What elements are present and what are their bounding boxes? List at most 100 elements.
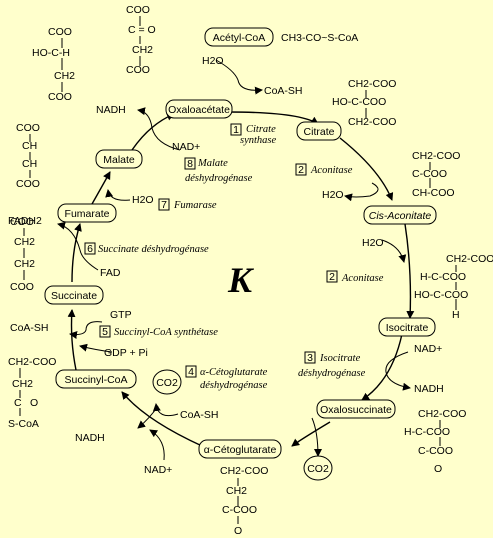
acetylcoa-label: Acétyl-CoA <box>213 32 266 44</box>
enzyme-1-a: Citrate <box>246 124 276 135</box>
enzyme-5: Succinyl-CoA synthétase <box>114 327 218 338</box>
cisaconitate-label: Cis-Aconitate <box>369 210 432 222</box>
enzyme-num-2a: 2 <box>298 164 304 176</box>
co2-2: CO2 <box>307 463 329 475</box>
struct-scoa-o: O <box>30 397 38 409</box>
succinylcoa-label: Succinyl-CoA <box>64 374 127 386</box>
enzyme-3-b: déshydrogénase <box>298 368 366 379</box>
enzyme-num-3: 3 <box>307 352 313 364</box>
struct-oxs-1: CH2-COO <box>418 408 466 420</box>
enzyme-num-6: 6 <box>87 243 93 255</box>
struct-iso-3: HO-C-COO <box>414 289 468 301</box>
h2o-2: H2O <box>322 189 344 201</box>
struct-citrate-2: HO-C-COO <box>332 96 386 108</box>
struct-iso-4: H <box>452 309 460 321</box>
struct-ho-c-h: HO-C-H <box>32 47 70 59</box>
enzyme-num-7: 7 <box>161 199 167 211</box>
struct-oxs-2: H-C-COO <box>404 426 450 438</box>
structure-bonds <box>19 16 457 524</box>
malate-label: Malate <box>103 154 135 166</box>
fad: FAD <box>100 267 121 279</box>
struct-fum-3: CH <box>22 158 37 170</box>
oxalosuccinate-label: Oxalosuccinate <box>320 404 392 416</box>
struct-succ-4: COO <box>10 281 34 293</box>
h2o-1: H2O <box>202 55 224 67</box>
enzyme-num-5: 5 <box>102 326 108 338</box>
struct-iso-2: H-C-COO <box>420 271 466 283</box>
gtp: GTP <box>110 309 132 321</box>
nadplus-1: NAD+ <box>414 343 442 355</box>
struct-fum-2: CH <box>22 140 37 152</box>
struct-oxal-coo-top: COO <box>48 26 72 38</box>
enzyme-1-b: synthase <box>240 135 277 146</box>
nadh-2: NADH <box>75 432 105 444</box>
nadplus-2: NAD+ <box>144 464 172 476</box>
enzyme-num-8: 8 <box>187 158 193 170</box>
enzyme-6: Succinate déshydrogénase <box>98 244 209 255</box>
alphaketo-label: α-Cétoglutarate <box>204 444 277 456</box>
coash-1: CoA-SH <box>264 85 303 97</box>
struct-citrate-3: CH2-COO <box>348 116 396 128</box>
struct-c-eq-o: C = O <box>128 24 156 36</box>
struct-succ-1: COO <box>10 216 34 228</box>
oxaloacetate-label: Oxaloacétate <box>168 104 230 116</box>
nadh-3: NADH <box>96 104 126 116</box>
struct-scoa-3: C <box>14 397 22 409</box>
succinate-label: Succinate <box>51 290 97 302</box>
enzyme-8-b: déshydrogénase <box>185 173 253 184</box>
enzyme-7: Fumarase <box>173 200 217 211</box>
struct-fum-4: COO <box>16 178 40 190</box>
side-arrows <box>57 59 411 461</box>
struct-akg-3: C-COO <box>222 504 257 516</box>
nadh-1: NADH <box>414 383 444 395</box>
struct-citrate-1: CH2-COO <box>348 78 396 90</box>
struct-coo-b: COO <box>126 4 150 16</box>
struct-akg-2: CH2 <box>226 485 247 497</box>
struct-scoa-2: CH2 <box>12 378 33 390</box>
nadplus-3: NAD+ <box>172 141 200 153</box>
acetylcoa-formula: CH3-CO~S-CoA <box>281 32 358 44</box>
gdppi: GDP + Pi <box>104 347 148 359</box>
struct-scoa-4: S-CoA <box>8 418 39 430</box>
enzyme-num-2b: 2 <box>329 271 335 283</box>
struct-ch2-a: CH2 <box>54 70 75 82</box>
struct-iso-1: CH2-COO <box>446 253 493 265</box>
struct-fum-1: COO <box>16 122 40 134</box>
enzyme-num-4: 4 <box>188 366 194 378</box>
struct-cis-1: CH2-COO <box>412 150 460 162</box>
metabolite-boxes <box>44 27 437 481</box>
enzyme-4-b: déshydrogénase <box>200 380 268 391</box>
struct-cis-2: C-COO <box>412 168 447 180</box>
struct-coo-c: COO <box>126 64 150 76</box>
h2o-4: H2O <box>132 194 154 206</box>
enzyme-num-1: 1 <box>233 124 239 136</box>
co2-1: CO2 <box>156 377 178 389</box>
citrate-label: Citrate <box>304 126 335 138</box>
fumarate-label: Fumarate <box>65 208 110 220</box>
struct-oxs-3: C-COO <box>418 445 453 457</box>
enzyme-2-a: Aconitase <box>310 165 353 176</box>
enzyme-number-boxes <box>84 123 338 378</box>
struct-cis-3: CH-COO <box>412 187 455 199</box>
fadh2: FADH2 <box>8 215 42 227</box>
enzyme-3-a: Isocitrate <box>319 353 361 364</box>
struct-scoa-1: CH2-COO <box>8 356 56 368</box>
enzyme-8-a: Malate <box>197 158 228 169</box>
center-letter: K <box>227 260 255 300</box>
struct-coo-a: COO <box>48 91 72 103</box>
struct-akg-1: CH2-COO <box>220 465 268 477</box>
h2o-3: H2O <box>362 237 384 249</box>
enzyme-2-b: Aconitase <box>341 273 384 284</box>
struct-ch2-b: CH2 <box>132 44 153 56</box>
struct-akg-4: O <box>234 525 242 537</box>
enzyme-4-a: α-Cétoglutarate <box>200 367 268 378</box>
coash-2: CoA-SH <box>180 409 219 421</box>
struct-oxs-4: O <box>434 463 442 475</box>
coash-3: CoA-SH <box>10 322 49 334</box>
isocitrate-label: Isocitrate <box>386 322 429 334</box>
struct-succ-2: CH2 <box>14 236 35 248</box>
struct-succ-3: CH2 <box>14 258 35 270</box>
